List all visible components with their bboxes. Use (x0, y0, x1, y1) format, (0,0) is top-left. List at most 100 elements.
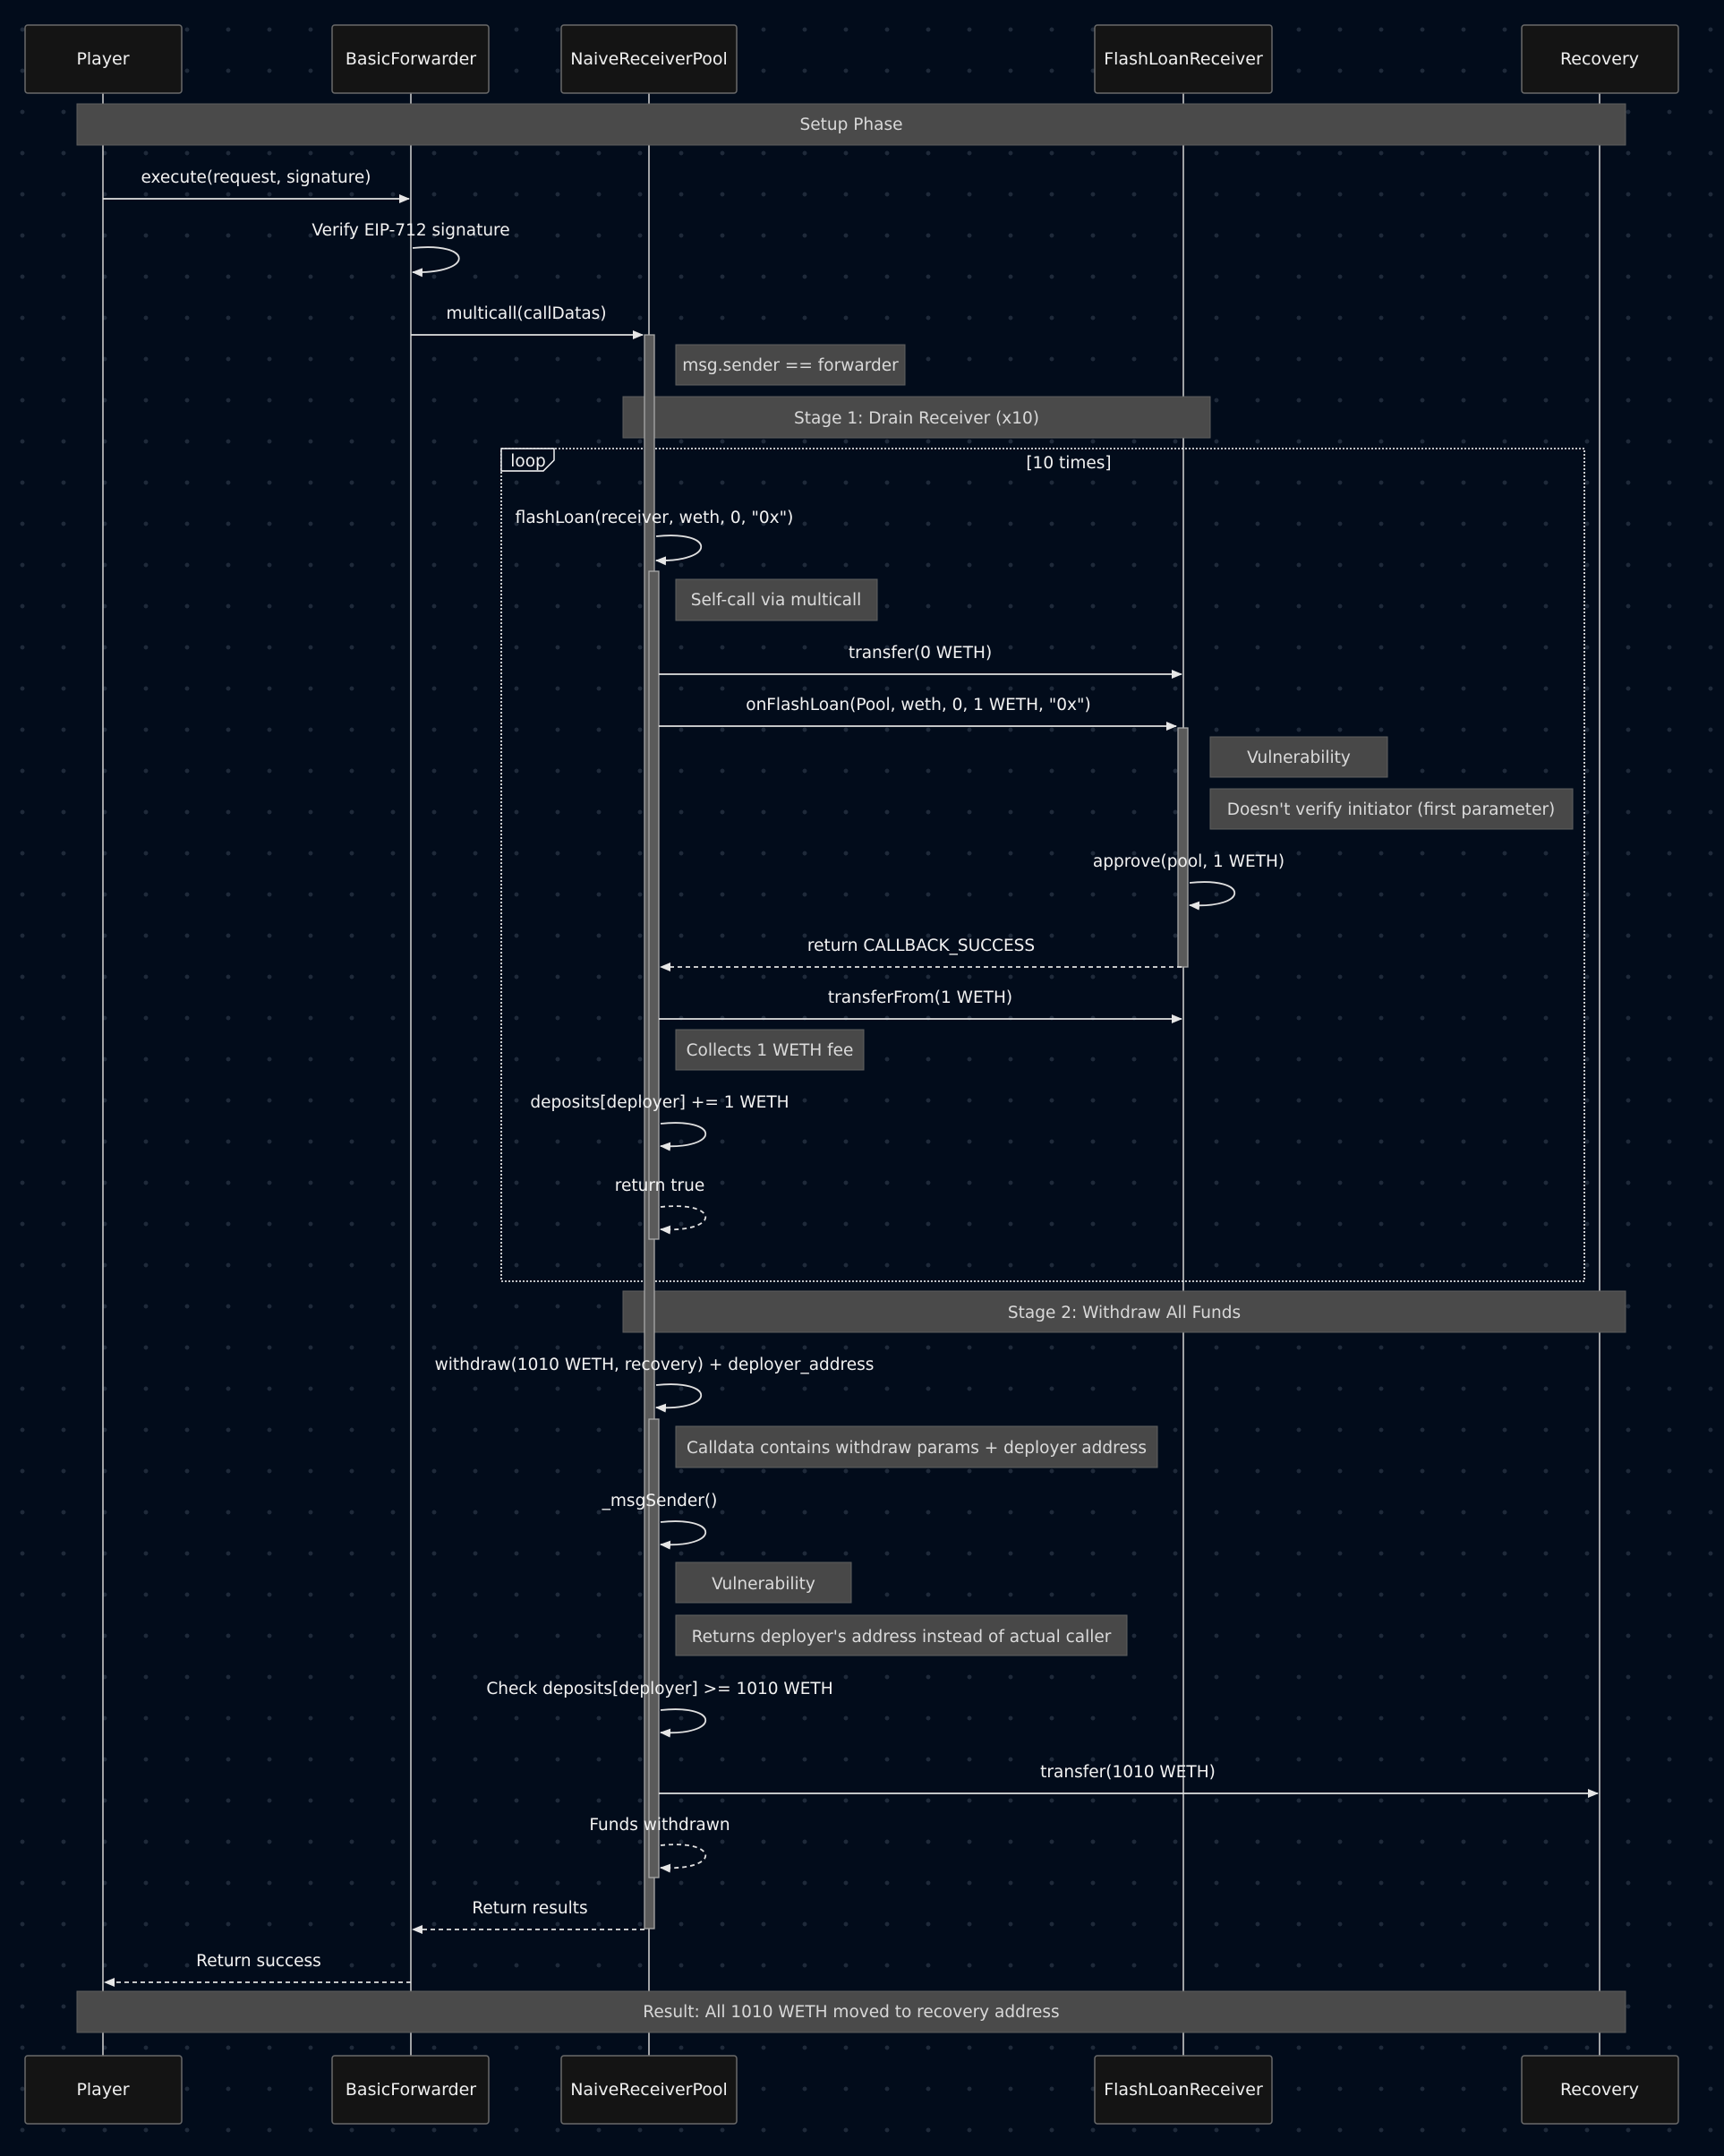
message-label-withdraw: withdraw(1010 WETH, recovery) + deployer… (435, 1356, 875, 1374)
actor-pool-bottom-label: NaiveReceiverPool (570, 2080, 728, 2100)
message-label-verify-signature: Verify EIP-712 signature (312, 221, 509, 240)
message-arrow-deposits-increment (660, 1122, 707, 1151)
loop-frame-border (500, 448, 1585, 1282)
actor-receiver-top: FlashLoanReceiver (1094, 24, 1273, 94)
actor-player-top-label: Player (76, 49, 129, 69)
message-arrow-return-true (660, 1205, 707, 1235)
actor-receiver-bottom-label: FlashLoanReceiver (1104, 2080, 1263, 2100)
message-label-check-deposits: Check deposits[deployer] >= 1010 WETH (486, 1680, 832, 1698)
band-setup-phase-label: Setup Phase (800, 116, 903, 134)
actor-forwarder-top: BasicForwarder (331, 24, 490, 94)
note-vulnerability-pool: Vulnerability (675, 1561, 852, 1604)
actor-recovery-bottom-box (1521, 2055, 1679, 2125)
actor-forwarder-top-box (331, 24, 490, 94)
actor-recovery-top: Recovery (1521, 24, 1679, 94)
message-label-return-results: Return results (472, 1899, 587, 1918)
actor-forwarder-bottom-box (331, 2055, 490, 2125)
actor-pool-top: NaiveReceiverPool (560, 24, 738, 94)
note-returns-deployer-box (675, 1614, 1128, 1656)
message-label-transferfrom: transferFrom(1 WETH) (828, 988, 1012, 1007)
message-label-return-true: return true (615, 1176, 704, 1195)
band-result-box (76, 1990, 1626, 2033)
band-result: Result: All 1010 WETH moved to recovery … (76, 1990, 1626, 2033)
actor-player-top: Player (24, 24, 183, 94)
messages: execute(request, signature) Verify EIP-7… (103, 168, 1599, 1987)
message-label-onflashloan: onFlashLoan(Pool, weth, 0, 1 WETH, "0x") (746, 696, 1090, 714)
actor-player-bottom-label: Player (76, 2080, 129, 2100)
note-vulnerability-pool-box (675, 1561, 852, 1604)
activations (644, 334, 1189, 1929)
actor-receiver-top-label: FlashLoanReceiver (1104, 49, 1263, 69)
message-label-callback-success: return CALLBACK_SUCCESS (807, 937, 1035, 955)
note-calldata-text: Calldata contains withdraw params + depl… (687, 1439, 1147, 1458)
actor-receiver-bottom-box (1094, 2055, 1273, 2125)
band-stage-2: Stage 2: Withdraw All Funds (622, 1290, 1626, 1333)
message-label-transfer-zero: transfer(0 WETH) (849, 644, 992, 663)
note-calldata: Calldata contains withdraw params + depl… (675, 1425, 1158, 1468)
note-initiator-text: Doesn't verify initiator (first paramete… (1227, 800, 1556, 819)
actor-receiver-bottom: FlashLoanReceiver (1094, 2055, 1273, 2125)
lifelines (102, 93, 1600, 2056)
note-collects-fee: Collects 1 WETH fee (675, 1029, 865, 1071)
note-msg-sender-text: msg.sender == forwarder (682, 356, 899, 375)
actor-pool-bottom: NaiveReceiverPool (560, 2055, 738, 2125)
band-result-label: Result: All 1010 WETH moved to recovery … (643, 2003, 1059, 2022)
message-arrow-msgsender (660, 1520, 707, 1550)
message-label-approve: approve(pool, 1 WETH) (1093, 852, 1284, 871)
loop-frame: loop [10 times] (500, 448, 1585, 1282)
message-label-execute: execute(request, signature) (141, 168, 371, 187)
actor-recovery-bottom: Recovery (1521, 2055, 1679, 2125)
message-arrow-withdraw (655, 1383, 703, 1413)
actor-recovery-top-box (1521, 24, 1679, 94)
message-arrow-verify-signature (412, 246, 460, 278)
band-stage-2-label: Stage 2: Withdraw All Funds (1008, 1304, 1241, 1322)
band-setup-phase-box (76, 103, 1626, 146)
actor-receiver-top-box (1094, 24, 1273, 94)
activation-pool-flashloan (648, 570, 660, 1240)
note-self-call-box (675, 578, 878, 621)
actor-recovery-bottom-label: Recovery (1560, 2080, 1639, 2100)
actor-recovery-top-label: Recovery (1560, 49, 1639, 69)
actor-pool-bottom-box (560, 2055, 738, 2125)
note-msg-sender: msg.sender == forwarder (675, 344, 906, 386)
note-vulnerability-receiver-box (1209, 736, 1388, 778)
band-setup-phase: Setup Phase (76, 103, 1626, 146)
band-stage-1: Stage 1: Drain Receiver (x10) (622, 396, 1211, 439)
actor-forwarder-top-label: BasicForwarder (346, 49, 476, 69)
note-self-call-text: Self-call via multicall (691, 591, 861, 610)
note-vulnerability-pool-text: Vulnerability (712, 1575, 815, 1594)
message-label-deposits-increment: deposits[deployer] += 1 WETH (530, 1093, 789, 1112)
note-returns-deployer: Returns deployer's address instead of ac… (675, 1614, 1128, 1656)
actor-pool-top-label: NaiveReceiverPool (570, 49, 728, 69)
note-initiator-box (1209, 788, 1574, 830)
note-initiator: Doesn't verify initiator (first paramete… (1209, 788, 1574, 830)
message-label-msgsender: _msgSender() (602, 1492, 718, 1510)
note-vulnerability-receiver-text: Vulnerability (1247, 749, 1351, 767)
band-stage-2-box (622, 1290, 1626, 1333)
loop-label-tab (500, 448, 555, 472)
message-arrow-check-deposits (660, 1708, 707, 1738)
note-returns-deployer-text: Returns deployer's address instead of ac… (692, 1628, 1112, 1647)
message-label-multicall: multicall(callDatas) (446, 304, 606, 323)
message-label-funds-withdrawn: Funds withdrawn (589, 1816, 730, 1835)
message-label-return-success: Return success (196, 1952, 321, 1971)
band-stage-1-box (622, 396, 1211, 439)
actor-player-top-box (24, 24, 183, 94)
band-stage-1-label: Stage 1: Drain Receiver (x10) (794, 409, 1039, 428)
message-arrow-flashloan (655, 535, 703, 566)
note-collects-fee-text: Collects 1 WETH fee (687, 1041, 854, 1060)
message-arrow-funds-withdrawn (660, 1844, 707, 1873)
actor-pool-top-box (560, 24, 738, 94)
note-collects-fee-box (675, 1029, 865, 1071)
note-self-call: Self-call via multicall (675, 578, 878, 621)
note-msg-sender-box (675, 344, 906, 386)
activation-receiver-onflashloan (1177, 727, 1189, 968)
message-label-flashloan: flashLoan(receiver, weth, 0, "0x") (516, 509, 794, 527)
activation-pool-withdraw (648, 1418, 660, 1878)
actor-forwarder-bottom: BasicForwarder (331, 2055, 490, 2125)
note-calldata-box (675, 1425, 1158, 1468)
loop-keyword: loop (510, 452, 546, 471)
actor-forwarder-bottom-label: BasicForwarder (346, 2080, 476, 2100)
loop-condition: [10 times] (1026, 454, 1111, 473)
